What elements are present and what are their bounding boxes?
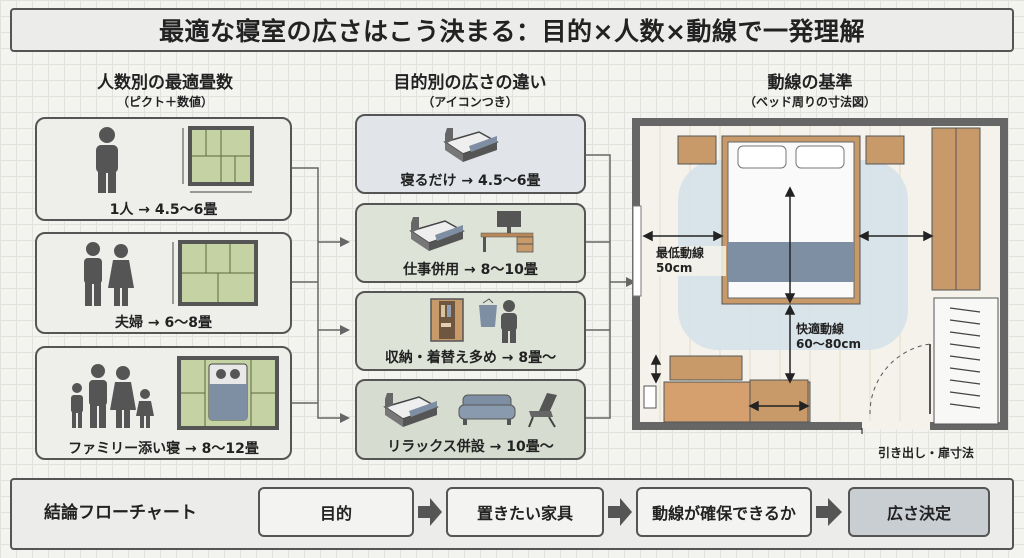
purpose-card-label: 収納・着替え多め → 8畳〜 <box>384 350 557 366</box>
connector-lines <box>292 154 636 423</box>
door-dimension-label: 引き出し・扉寸法 <box>878 446 975 460</box>
person-icon <box>96 127 118 193</box>
people-column-header: 人数別の最適畳数 （ピクト＋数値） <box>40 72 290 110</box>
wardrobe-icon <box>430 298 464 342</box>
mattress-band <box>728 242 854 282</box>
purpose-card-sleep: 寝るだけ → 4.5〜6畳 <box>355 114 586 194</box>
flowchart-label: 結論フローチャート <box>44 503 197 523</box>
people-column-heading: 人数別の最適畳数 <box>97 73 233 93</box>
bed-icon <box>443 128 499 162</box>
people-card-family: ファミリー添い寝 → 8〜12畳 <box>35 346 292 460</box>
purpose-column-header: 目的別の広さの違い （アイコンつき） <box>355 72 585 110</box>
people-card-single: 1人 → 4.5〜6畳 <box>35 117 292 221</box>
desk-icon <box>480 211 534 253</box>
family-icon <box>71 364 154 428</box>
desk-icon <box>669 355 743 381</box>
min-flow-label: 最低動線 <box>656 246 705 260</box>
arrow-icon <box>626 277 636 287</box>
page-title: 最適な寝室の広さはこう決まる：目的×人数×動線で一発理解 <box>10 8 1014 52</box>
people-card-label: ファミリー添い寝 → 8〜12畳 <box>68 441 259 457</box>
flow-column-header: 動線の基準 （ベッド周りの寸法図） <box>690 72 930 110</box>
flow-step-decision: 広さ決定 <box>848 487 990 537</box>
arrow-icon <box>418 498 442 526</box>
flow-step-furniture: 置きたい家具 <box>446 487 604 537</box>
purpose-card-work: 仕事併用 → 8〜10畳 <box>355 203 586 283</box>
purpose-card-relax: リラックス併設 → 10畳〜 <box>355 379 586 460</box>
flow-step-circulation: 動線が確保できるか <box>636 487 812 537</box>
bed-icon <box>409 217 465 251</box>
arrow-icon <box>340 413 350 423</box>
flowchart-arrows <box>418 498 842 526</box>
flow-column-subheading: （ベッド周りの寸法図） <box>743 95 876 109</box>
comfort-flow-label: 快適動線 <box>796 322 845 336</box>
lounge-chair-icon <box>528 393 557 428</box>
nightstand-icon <box>677 135 717 165</box>
people-card-couple: 夫婦 → 6〜8畳 <box>35 232 292 334</box>
min-flow-annotation: 最低動線 50cm <box>656 246 726 276</box>
tatami-plan-icon <box>182 126 254 193</box>
flow-column-heading: 動線の基準 <box>767 73 853 93</box>
comfort-flow-value: 60〜80cm <box>796 337 862 351</box>
arrow-icon <box>608 498 632 526</box>
bed-icon <box>383 393 439 427</box>
purpose-card-label: 仕事併用 → 8〜10畳 <box>403 262 538 278</box>
couple-icon <box>84 242 134 306</box>
changing-clothes-icon <box>479 298 517 343</box>
arrow-icon <box>816 498 842 526</box>
min-flow-value: 50cm <box>656 261 693 275</box>
tatami-plan-icon <box>177 356 279 430</box>
arrow-icon <box>340 237 350 247</box>
arrow-icon <box>340 325 350 335</box>
purpose-column-heading: 目的別の広さの違い <box>393 73 547 93</box>
flow-step-purpose: 目的 <box>258 487 414 537</box>
purpose-card-label: 寝るだけ → 4.5〜6畳 <box>400 173 541 189</box>
purpose-card-label: リラックス併設 → 10畳〜 <box>387 439 554 455</box>
nightstand-icon <box>865 135 905 165</box>
people-card-label: 夫婦 → 6〜8畳 <box>115 315 212 331</box>
comfort-flow-annotation: 快適動線 60〜80cm <box>796 322 876 352</box>
tatami-plan-icon <box>172 240 258 306</box>
sofa-icon <box>458 394 516 425</box>
people-card-label: 1人 → 4.5〜6畳 <box>109 202 218 218</box>
bedroom-floor-plan <box>632 118 1008 434</box>
pillow-icon <box>795 145 845 169</box>
people-column-subheading: （ピクト＋数値） <box>116 95 213 109</box>
pillow-icon <box>737 145 787 169</box>
purpose-column-subheading: （アイコンつき） <box>422 95 518 109</box>
purpose-card-storage: 収納・着替え多め → 8畳〜 <box>355 291 586 371</box>
